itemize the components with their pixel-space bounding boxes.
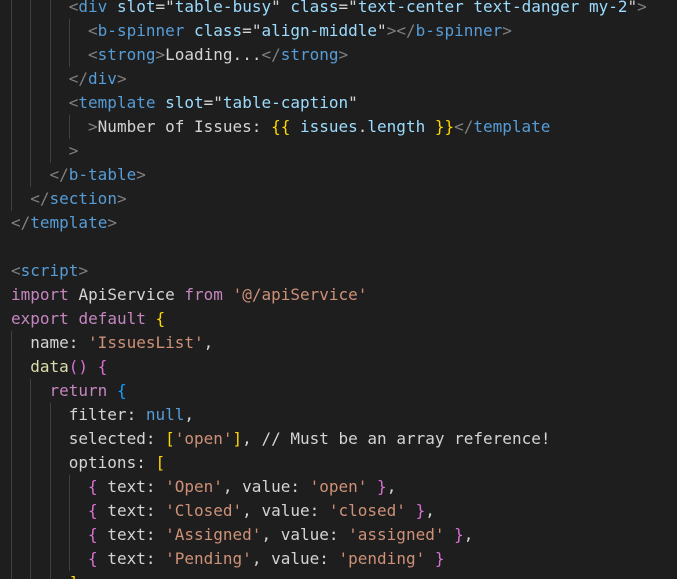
- code-text: { text: 'Open', value: 'open' },: [88, 477, 397, 496]
- code-text: <b-spinner class="align-middle"></b-spin…: [88, 21, 512, 40]
- indent-guide: [49, 499, 51, 523]
- indent-guide: [30, 43, 32, 67]
- indent-guide: [68, 475, 70, 499]
- indent-guide: [30, 0, 32, 19]
- indent-guide: [49, 67, 51, 91]
- indent-guide: [68, 499, 70, 523]
- code-text: return {: [49, 381, 127, 400]
- indent-guide: [49, 91, 51, 115]
- indent-guide: [49, 571, 51, 579]
- indent-guide: [11, 379, 12, 403]
- code-text: <strong>Loading...</strong>: [88, 45, 349, 64]
- indent-guide: [30, 139, 32, 163]
- indent-guide: [11, 331, 12, 355]
- indent-guide: [30, 451, 32, 475]
- indent-guide: [30, 499, 32, 523]
- indent-guide: [30, 547, 32, 571]
- indent-guide: [68, 547, 70, 571]
- indent-guide: [49, 547, 51, 571]
- indent-guide: [11, 403, 12, 427]
- indent-guide: [68, 19, 70, 43]
- indent-guide: [11, 427, 12, 451]
- indent-guide: [49, 523, 51, 547]
- code-text: export default {: [11, 309, 166, 328]
- code-text: <script>: [11, 261, 89, 280]
- indent-guide: [68, 115, 70, 139]
- indent-guide: [11, 187, 12, 211]
- indent-guide: [11, 475, 12, 499]
- indent-guide: [30, 379, 32, 403]
- indent-guide: [49, 451, 51, 475]
- indent-guide: [68, 523, 70, 547]
- code-text: { text: 'Pending', value: 'pending' }: [88, 549, 445, 568]
- code-text: </template>: [11, 213, 117, 232]
- code-text: import ApiService from '@/apiService': [11, 285, 368, 304]
- indent-guide: [11, 139, 12, 163]
- indent-guide: [11, 43, 12, 67]
- code-text: name: 'IssuesList',: [30, 333, 214, 352]
- indent-guide: [49, 19, 51, 43]
- indent-guide: [11, 571, 12, 579]
- indent-guide: [30, 571, 32, 579]
- indent-guide: [49, 115, 51, 139]
- code-text: ],: [69, 571, 88, 579]
- code-text: { text: 'Closed', value: 'closed' },: [88, 501, 435, 520]
- indent-guide: [49, 139, 51, 163]
- indent-guide: [11, 115, 12, 139]
- code-text: filter: null,: [68, 405, 194, 424]
- code-text: </div>: [68, 69, 127, 88]
- indent-guide: [11, 163, 12, 187]
- indent-guide: [11, 355, 12, 379]
- code-text: <div slot="table-busy" class="text-cente…: [68, 0, 647, 16]
- indent-guide: [11, 451, 12, 475]
- indent-guide: [49, 403, 51, 427]
- indent-guide: [30, 523, 32, 547]
- indent-guide: [30, 67, 32, 91]
- code-text: selected: ['open'], // Must be an array …: [68, 429, 551, 448]
- indent-guide: [30, 475, 32, 499]
- indent-guide: [49, 475, 51, 499]
- code-text: >Number of Issues: {{ issues.length }}</…: [88, 117, 551, 136]
- indent-guide: [11, 91, 12, 115]
- indent-guide: [11, 523, 12, 547]
- indent-guide: [30, 163, 32, 187]
- indent-guide: [11, 0, 12, 19]
- indent-guide: [30, 427, 32, 451]
- indent-guide: [30, 19, 32, 43]
- indent-guide: [11, 19, 12, 43]
- code-text: { text: 'Assigned', value: 'assigned' },: [88, 525, 474, 544]
- indent-guide: [11, 547, 12, 571]
- indent-guide: [68, 43, 70, 67]
- indent-guide: [49, 0, 51, 19]
- indent-guide: [30, 403, 32, 427]
- indent-guide: [11, 67, 12, 91]
- code-text: </b-table>: [49, 165, 146, 184]
- indent-guide: [30, 115, 32, 139]
- code-text: </section>: [30, 189, 127, 208]
- indent-guide: [30, 91, 32, 115]
- indent-guide: [49, 427, 51, 451]
- indent-guide: [49, 43, 51, 67]
- code-text: <template slot="table-caption": [68, 93, 358, 112]
- code-text: data() {: [30, 357, 108, 376]
- indent-guide: [11, 499, 12, 523]
- code-text: options: [: [68, 453, 166, 472]
- code-text: >: [68, 141, 79, 160]
